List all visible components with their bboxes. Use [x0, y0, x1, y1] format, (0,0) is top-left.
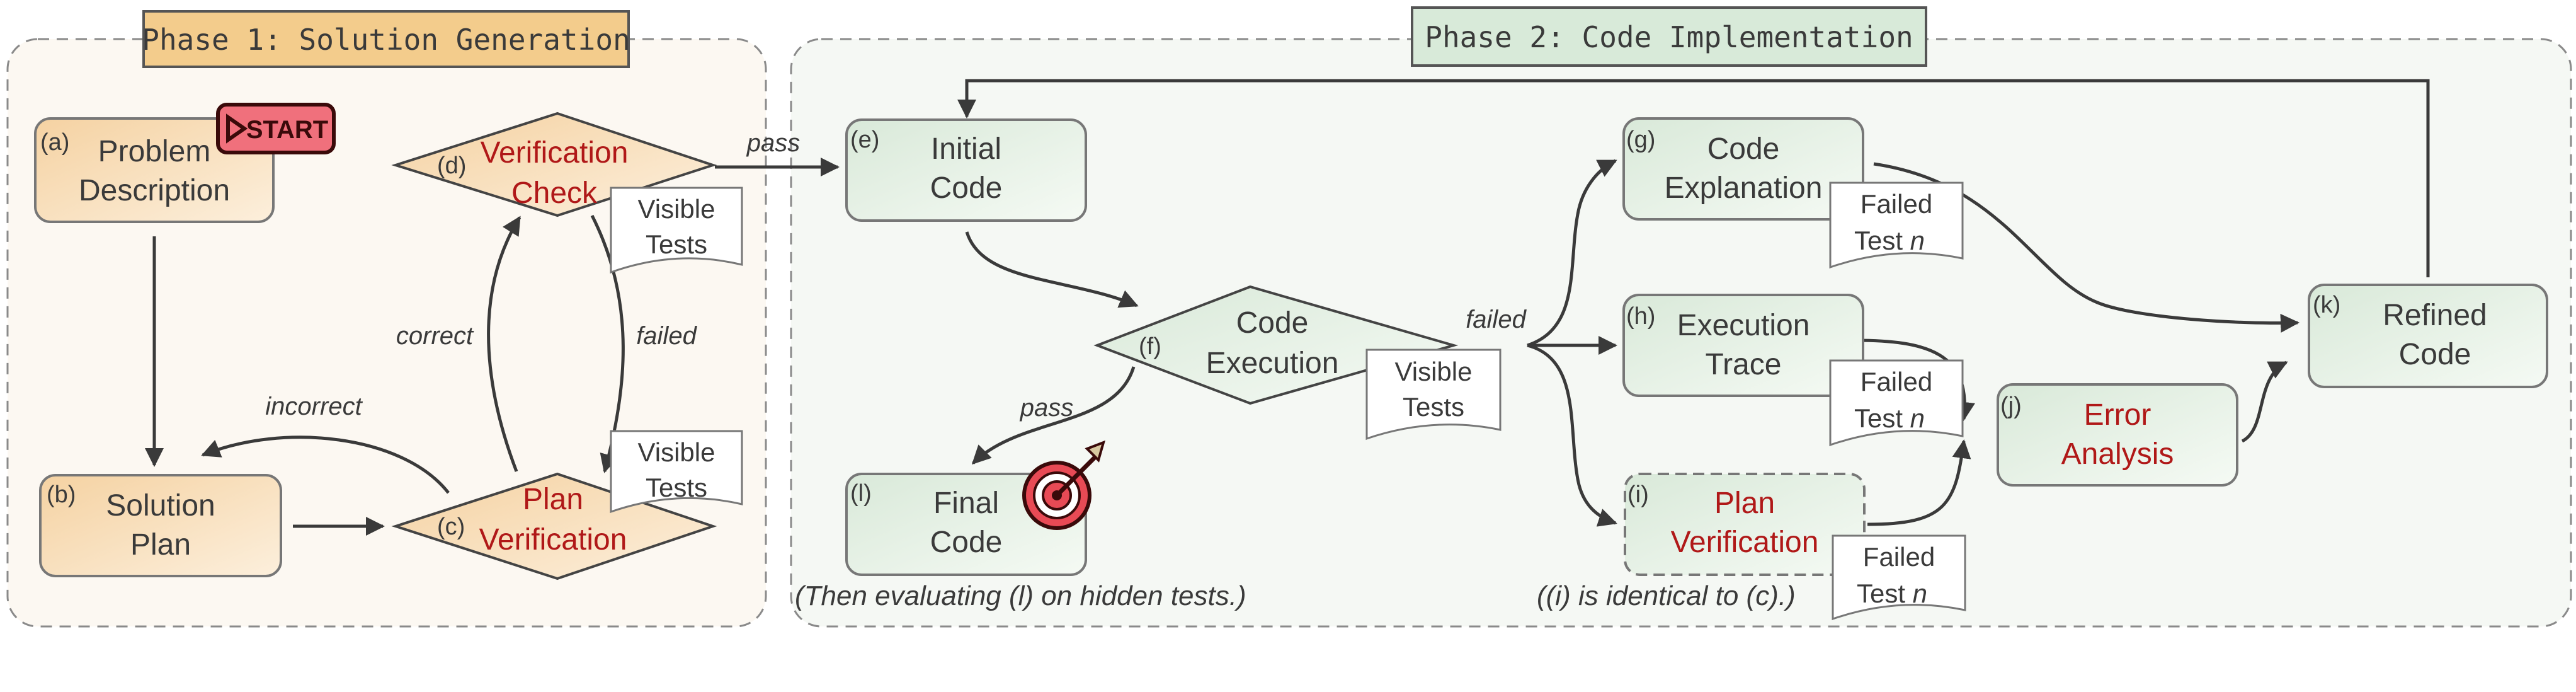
svg-text:Plan: Plan [523, 483, 583, 516]
edge-h-to-j [1854, 338, 1975, 421]
svg-text:Verification: Verification [1671, 526, 1819, 559]
svg-text:Solution: Solution [106, 489, 215, 522]
svg-text:Failed: Failed [1861, 367, 1932, 396]
svg-text:(j): (j) [2000, 393, 2022, 419]
svg-text:Verification: Verification [481, 136, 629, 170]
svg-text:Execution: Execution [1677, 309, 1810, 342]
svg-text:(l): (l) [850, 480, 872, 507]
svg-text:Phase 2: Code Implementation: Phase 2: Code Implementation [1425, 20, 1913, 54]
svg-text:(c): (c) [437, 514, 465, 540]
paper-visible-tests-d: Visible Tests [610, 187, 743, 274]
svg-text:Failed: Failed [1863, 542, 1935, 572]
svg-text:Trace: Trace [1706, 348, 1782, 381]
edge-f-to-i-failed [1527, 343, 1617, 527]
svg-text:Analysis: Analysis [2061, 437, 2174, 471]
svg-text:Plan: Plan [130, 528, 191, 562]
node-f-code-execution: (f) Code Execution [1093, 285, 1459, 405]
svg-text:Tests: Tests [1403, 392, 1464, 422]
svg-text:(i): (i) [1627, 482, 1649, 508]
svg-text:Initial: Initial [931, 132, 1001, 166]
svg-text:(e): (e) [850, 127, 879, 153]
edge-f-to-l-pass [971, 366, 1136, 465]
node-h-execution-trace: (h) Execution Trace [1622, 294, 1864, 397]
svg-text:Execution: Execution [1206, 347, 1339, 380]
phase1-title: Phase 1: Solution Generation [142, 10, 630, 68]
svg-text:Description: Description [79, 174, 230, 207]
edge-label-pass-f-l: pass [1020, 394, 1074, 422]
note-i-identical-to-c: ((i) is identical to (c).) [1537, 580, 1796, 611]
start-badge: START [216, 103, 336, 154]
svg-text:Tests: Tests [646, 473, 707, 502]
node-b-solution-plan: (b) Solution Plan [39, 474, 282, 577]
svg-text:Explanation: Explanation [1665, 171, 1823, 205]
paper-failed-test-g: Failed Test n [1829, 182, 1964, 269]
svg-text:(d): (d) [437, 153, 466, 179]
svg-text:START: START [246, 116, 328, 144]
svg-text:Visible: Visible [638, 194, 715, 224]
edge-label-incorrect: incorrect [265, 393, 363, 420]
svg-text:Plan: Plan [1714, 487, 1775, 520]
svg-text:Check: Check [511, 176, 598, 210]
svg-text:Phase 1: Solution Generation: Phase 1: Solution Generation [142, 23, 630, 57]
svg-text:Visible: Visible [638, 437, 715, 467]
svg-text:Test n: Test n [1854, 403, 1925, 433]
svg-text:(f): (f) [1139, 333, 1161, 360]
note-final-evaluation: (Then evaluating (l) on hidden tests.) [795, 580, 1246, 611]
svg-text:Code: Code [930, 526, 1003, 559]
svg-text:Code: Code [1236, 306, 1309, 340]
node-a-problem-description: (a) Problem Description [34, 117, 275, 223]
edge-f-to-g-failed [1527, 159, 1617, 347]
node-i-plan-verification: (i) Plan Verification [1624, 473, 1866, 576]
svg-text:Visible: Visible [1395, 357, 1473, 386]
svg-text:Refined: Refined [2383, 299, 2487, 332]
edge-c-to-d-correct [487, 216, 521, 472]
svg-text:(b): (b) [47, 482, 76, 508]
svg-text:Test n: Test n [1854, 226, 1925, 255]
svg-text:Tests: Tests [646, 229, 707, 259]
svg-text:Error: Error [2084, 398, 2151, 432]
svg-text:Failed: Failed [1861, 189, 1932, 219]
edge-label-failed-f: failed [1466, 306, 1527, 333]
edge-j-to-k [2241, 360, 2288, 443]
edge-k-to-e-loop [957, 79, 2430, 277]
edge-i-to-j [1867, 439, 1971, 526]
paper-failed-test-h: Failed Test n [1829, 359, 1964, 447]
edge-label-pass-d-e: pass [746, 129, 801, 157]
svg-text:Code: Code [2399, 338, 2471, 371]
svg-text:Final: Final [933, 487, 999, 520]
paper-failed-test-i: Failed Test n [1832, 534, 1966, 621]
svg-text:Verification: Verification [479, 523, 627, 556]
node-k-refined-code: (k) Refined Code [2308, 284, 2548, 388]
edge-label-failed-d-c: failed [636, 322, 697, 350]
svg-text:(k): (k) [2313, 292, 2340, 318]
target-icon [1022, 440, 1106, 530]
edge-e-to-f [965, 231, 1139, 308]
svg-text:(h): (h) [1626, 303, 1655, 330]
node-g-code-explanation: (g) Code Explanation [1622, 117, 1864, 221]
edge-label-correct: correct [396, 322, 474, 350]
svg-text:Problem: Problem [98, 135, 211, 168]
svg-text:Test n: Test n [1857, 579, 1927, 608]
edge-c-to-b-incorrect [201, 435, 450, 494]
node-e-initial-code: (e) Initial Code [845, 118, 1087, 222]
paper-visible-tests-c: Visible Tests [610, 430, 743, 514]
node-j-error-analysis: (j) Error Analysis [1997, 383, 2238, 487]
paper-visible-tests-f: Visible Tests [1365, 349, 1502, 441]
phase2-title: Phase 2: Code Implementation [1411, 6, 1927, 67]
svg-text:Code: Code [1707, 132, 1780, 166]
svg-text:Code: Code [930, 171, 1003, 205]
svg-text:(a): (a) [40, 129, 69, 156]
svg-text:(g): (g) [1626, 127, 1655, 153]
play-icon [226, 113, 248, 144]
edge-g-to-k [1873, 162, 2300, 333]
